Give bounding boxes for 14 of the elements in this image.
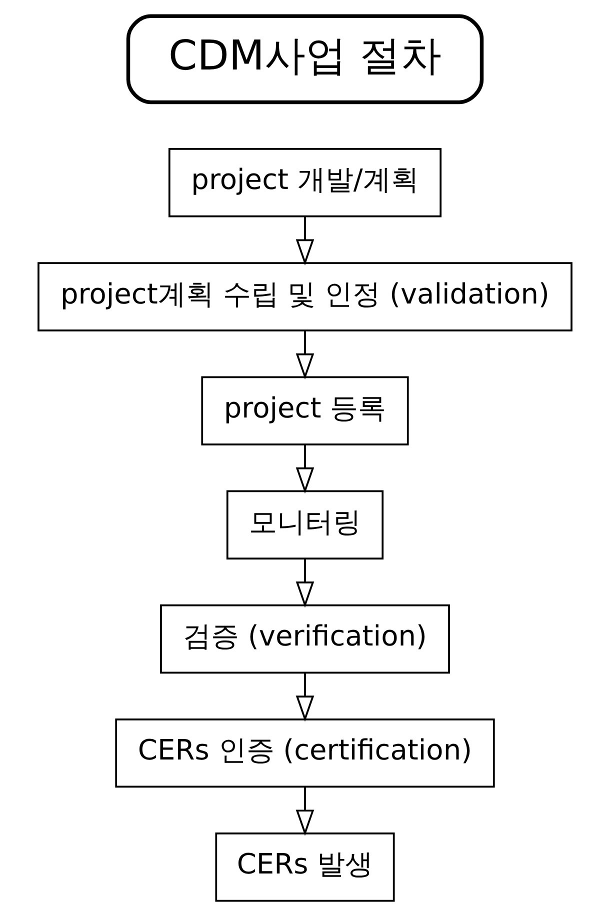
arrow xyxy=(295,330,314,380)
node-box: project 등록 xyxy=(200,376,408,446)
node-box: 검증 (verification) xyxy=(160,604,450,674)
node-box: CERs 인증 (certification) xyxy=(114,718,494,788)
arrow xyxy=(295,672,314,722)
node-box: project 개발/계획 xyxy=(168,148,442,218)
node-box: 모니터링 xyxy=(226,490,384,560)
arrow xyxy=(295,786,314,836)
node-box: CERs 발생 xyxy=(214,832,394,902)
arrow xyxy=(295,444,314,494)
arrow xyxy=(295,216,314,266)
node-box: project계획 수립 및 인정 (validation) xyxy=(37,262,572,332)
node-box: CDM사업 절차 xyxy=(126,14,484,104)
arrow xyxy=(295,558,314,608)
